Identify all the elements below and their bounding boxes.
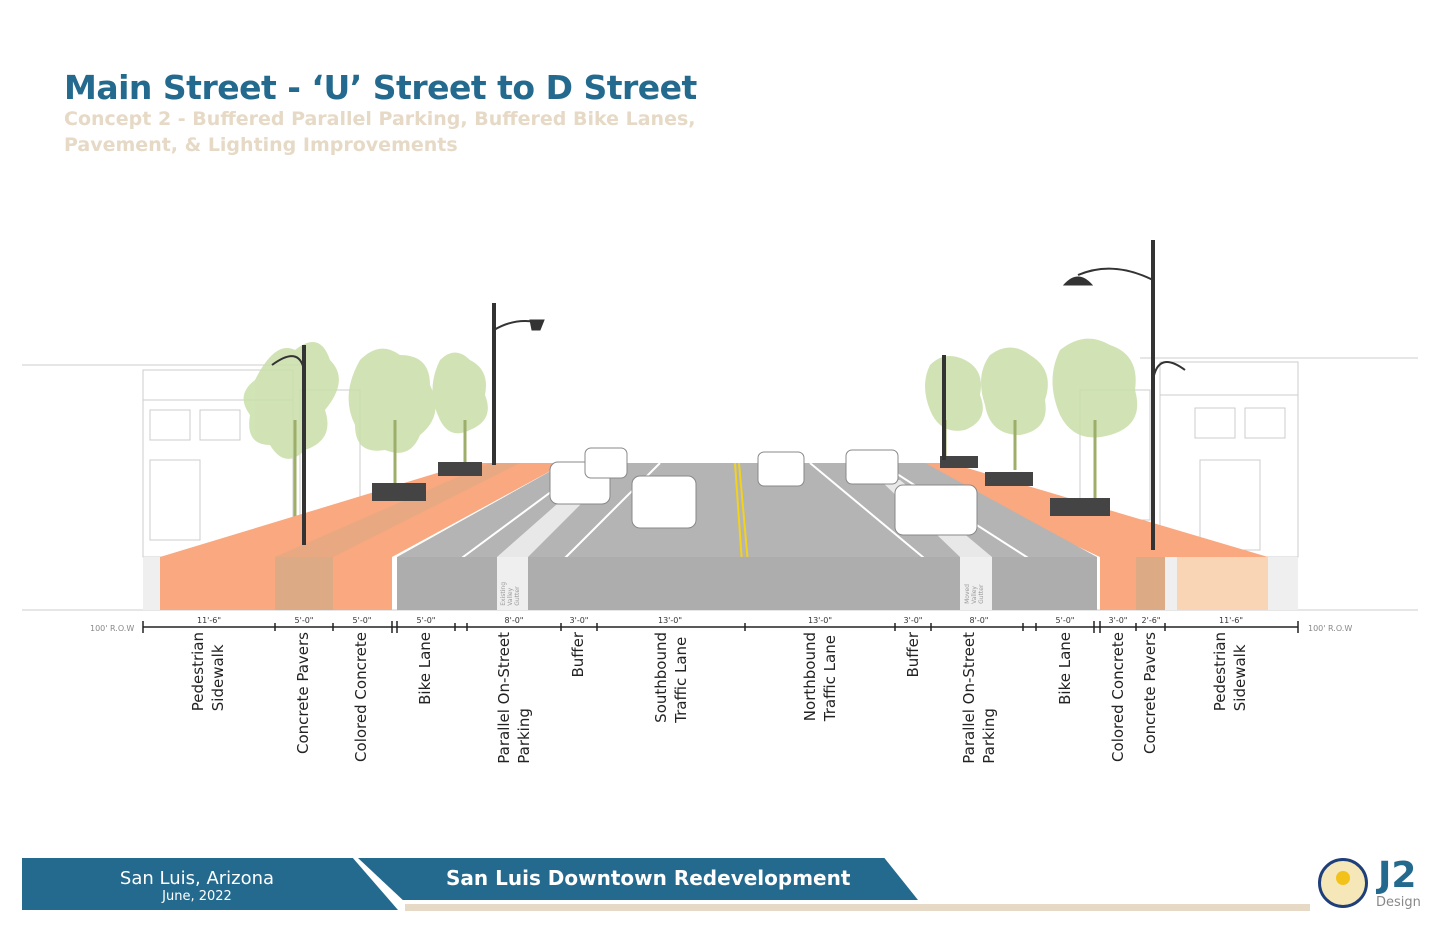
segment-label: Concrete Pavers xyxy=(294,632,312,754)
segment-label: Bike Lane xyxy=(416,632,434,705)
dimension-label: 3'-0" xyxy=(903,616,923,625)
subtitle-line-1: Concept 2 - Buffered Parallel Parking, B… xyxy=(64,108,696,130)
street-lamps xyxy=(271,240,1186,550)
page-title: Main Street - ‘U’ Street to D Street xyxy=(64,68,697,107)
dimension-label: 13'-0" xyxy=(807,616,833,625)
dimension-label: 5'-0" xyxy=(294,616,314,625)
dimension-label: 2'-6" xyxy=(1141,616,1161,625)
footer-location-banner: San Luis, Arizona June, 2022 xyxy=(22,858,398,910)
section-strip xyxy=(143,557,1298,610)
footer-project: San Luis Downtown Redevelopment xyxy=(446,866,851,890)
city-seal-logo xyxy=(1318,858,1368,908)
row-label-right: 100' R.O.W xyxy=(1308,624,1353,633)
dimension-label: 3'-0" xyxy=(569,616,589,625)
segment-label: Buffer xyxy=(904,632,922,678)
segment-label: Concrete Pavers xyxy=(1141,632,1159,754)
dimension-label: 5'-0" xyxy=(416,616,436,625)
dimension-line xyxy=(142,621,1299,633)
segment-label: Colored Concrete xyxy=(352,632,370,762)
dimension-label: 5'-0" xyxy=(1055,616,1075,625)
dimension-label: 11'-6" xyxy=(196,616,222,625)
footer-project-banner: San Luis Downtown Redevelopment xyxy=(358,858,918,900)
subtitle-line-2: Pavement, & Lighting Improvements xyxy=(64,134,458,156)
footer-date: June, 2022 xyxy=(162,889,232,904)
segment-label: Bike Lane xyxy=(1056,632,1074,705)
benches xyxy=(372,456,1110,516)
dimension-label: 3'-0" xyxy=(1108,616,1128,625)
segment-label: Colored Concrete xyxy=(1109,632,1127,762)
dimension-label: 8'-0" xyxy=(969,616,989,625)
j2-logo-subtext: Design xyxy=(1376,895,1421,910)
trees xyxy=(243,338,1138,459)
row-label-left: 100' R.O.W xyxy=(90,624,135,633)
footer-accent-bar xyxy=(405,904,1310,911)
buildings-right xyxy=(1079,357,1418,558)
footer-location: San Luis, Arizona xyxy=(119,868,275,889)
dimension-label: 8'-0" xyxy=(504,616,524,625)
j2-logo: J2 xyxy=(1378,855,1417,896)
cars xyxy=(549,447,978,536)
dimension-label: 5'-0" xyxy=(352,616,372,625)
page-subtitle: Concept 2 - Buffered Parallel Parking, B… xyxy=(64,106,764,158)
dimension-label: 11'-6" xyxy=(1218,616,1244,625)
dimension-label: 13'-0" xyxy=(657,616,683,625)
segment-label: Buffer xyxy=(569,632,587,678)
left-pavers-surface xyxy=(275,463,520,557)
